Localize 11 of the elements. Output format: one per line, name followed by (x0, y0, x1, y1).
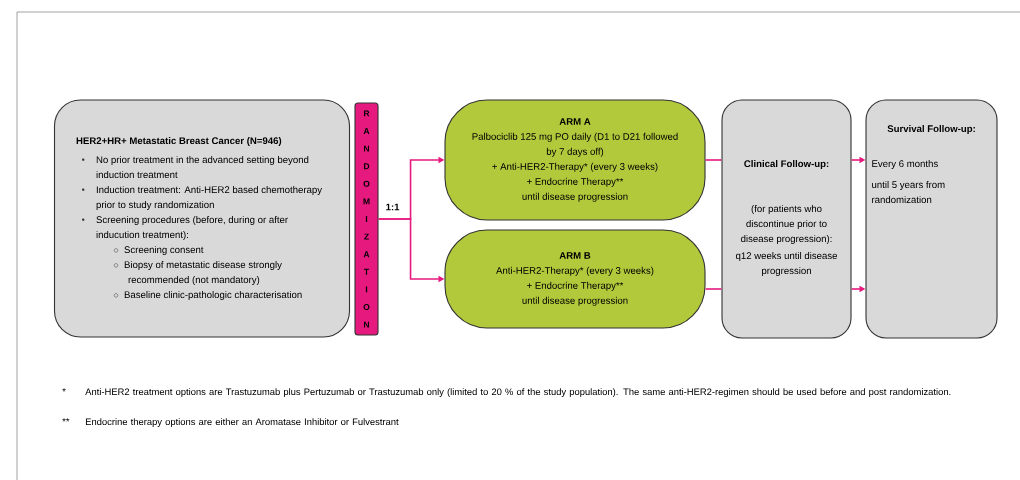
footnote-mark: ** (62, 418, 70, 422)
footnote-text: Endocrine therapy options are either an Aromatase Inhibitor or Fulvestrant (85, 418, 399, 427)
follow-up-box: Survival Follow-up: Every 6 months until 5 years from randomization (865, 99, 998, 339)
edge-label: 1:1 (386, 203, 400, 211)
footnote-text: Anti-HER2 treatment options are Trastuzumab plus Pertuzumab or Trastuzumab only (limited to 20 % of the study population). The same anti-HER2-regimen should be used before and post randomization. (85, 388, 951, 397)
randomization-bar: RANDOMIZATION (354, 102, 379, 336)
treatment-arm-box: ARM A Palbociclib 125 mg PO daily (D1 to D21 followed by 7 days off) + Anti-HER2-Therapy* (every 3 weeks) + Endocrine Therapy** until disease progression (444, 99, 706, 221)
eligibility-box: HER2+HR+ Metastatic Breast Cancer (N=946) No prior treatment in the advanced setting beyond induction treatment Induction treatment: Anti-HER2 based chemotherapy prior to study randomization Screening procedures (before, during or after inducution treatment): Screening consent Biopsy of metastatic disease strongly recommended (not mandatory) Baseline clinic-pathologic characterisation (53, 99, 351, 338)
treatment-arm-box: ARM B Anti-HER2-Therapy* (every 3 weeks) + Endocrine Therapy** until disease progression (444, 229, 706, 329)
footnote-mark: * (62, 388, 66, 392)
follow-up-box: Clinical Follow-up: (for patients who discontinue prior to disease progression): q12 weeks until disease progression (721, 99, 852, 339)
